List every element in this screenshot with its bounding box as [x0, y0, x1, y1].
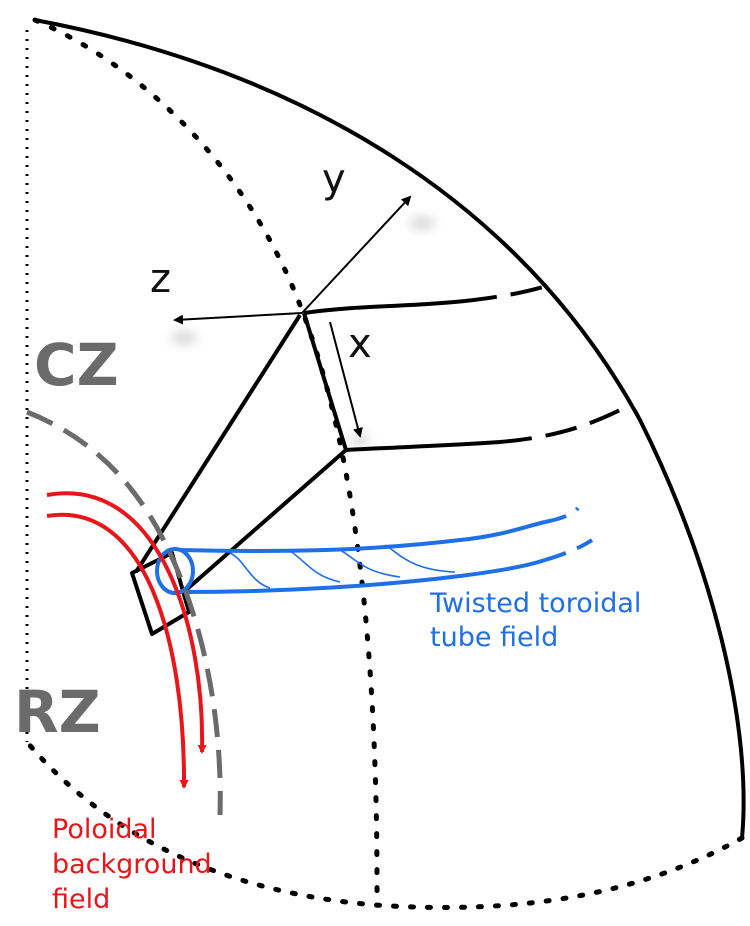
- box-top-edge: [303, 299, 466, 315]
- tube-upper-edge: [179, 520, 546, 553]
- radiative-zone-label: RZ: [14, 678, 101, 746]
- tube-twist-line: [384, 544, 456, 573]
- tube-twist-line: [289, 550, 341, 583]
- poloidal-field-line: [46, 512, 189, 789]
- outer-arc-dotted-bottom: [24, 739, 745, 910]
- tube-lower-edge-dashed: [544, 538, 594, 562]
- tachocline-boundary-dashed: [26, 409, 223, 816]
- tube-upper-edge-dashed: [544, 506, 580, 524]
- box-bottom-edge-dashed: [499, 403, 631, 444]
- poloidal-annotation-line-3: field: [52, 884, 110, 915]
- tube-annotation-line-1: Twisted toroidal: [429, 588, 641, 619]
- box-top-edge-dashed: [464, 281, 556, 303]
- axis-arrowhead-shadow: [171, 331, 197, 345]
- tube-lower-edge: [183, 558, 546, 594]
- toroidal-flux-tube: [155, 506, 594, 595]
- box-bottom-edge: [345, 440, 501, 452]
- poloidal-field-annotation: Poloidal background field: [52, 814, 212, 915]
- z-axis-label: z: [150, 256, 171, 302]
- tube-cross-section: [155, 547, 195, 595]
- simulation-box: [130, 281, 631, 636]
- tube-twist-line: [229, 552, 271, 589]
- poloidal-field: [46, 491, 207, 789]
- box-edge: [184, 448, 348, 592]
- poloidal-annotation-line-2: background: [52, 849, 212, 880]
- sphere-wedge: [24, 17, 746, 910]
- y-axis-arrow: [301, 195, 412, 314]
- x-axis-label: x: [348, 321, 372, 367]
- poloidal-annotation-line-1: Poloidal: [52, 814, 157, 845]
- coordinate-frame: y z x: [150, 156, 435, 446]
- tube-annotation-line-2: tube field: [430, 622, 558, 653]
- poloidal-field-line: [46, 491, 207, 754]
- box-edge: [302, 312, 348, 451]
- y-axis-label: y: [322, 156, 346, 202]
- axis-arrowhead-shadow: [409, 216, 435, 230]
- x-axis-arrow: [329, 321, 363, 438]
- box-edge: [134, 313, 302, 574]
- tube-field-annotation: Twisted toroidal tube field: [429, 588, 641, 653]
- z-axis-arrow: [173, 312, 303, 325]
- convective-zone-label: CZ: [34, 331, 119, 399]
- tube-twist-line: [339, 549, 401, 578]
- outer-surface-arc: [34, 18, 746, 839]
